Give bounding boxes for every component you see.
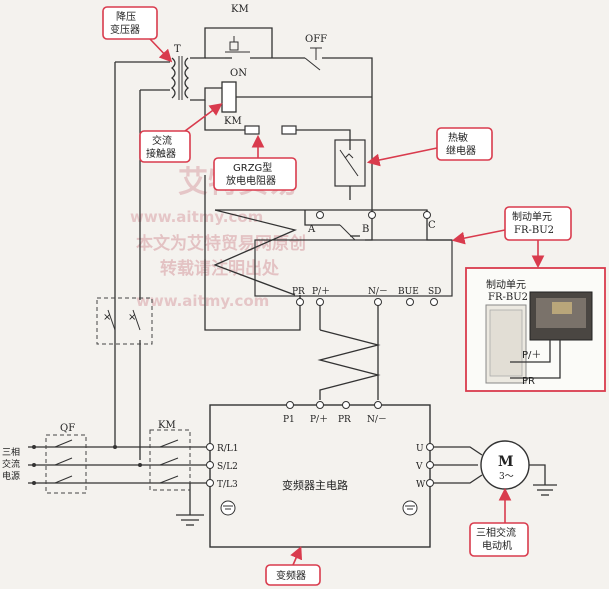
brake-callout-text: 制动单元 FR-BU2 — [512, 210, 555, 236]
power-wiring — [28, 404, 557, 548]
km-coil-label: KM — [224, 116, 242, 127]
terminals — [206, 211, 438, 487]
inv-term-n: N/－ — [367, 415, 387, 425]
brake-unit-photo: 制动单元 FR-BU2 P/＋ PR — [465, 267, 606, 392]
brake-term-p: P/＋ — [312, 286, 330, 297]
transformer-label: T — [174, 44, 181, 55]
inverter-callout-text: 变频器 — [276, 569, 306, 582]
km-top-label: KM — [231, 4, 249, 15]
contactor-callout — [139, 130, 191, 163]
source-label: 三相 交流 电源 — [2, 446, 23, 482]
inv-term-p: P/＋ — [310, 414, 328, 425]
brake-term-sd: SD — [428, 287, 441, 297]
relay-callout-text: 热敏 继电器 — [446, 131, 476, 157]
inv-term-s: S/L2 — [217, 462, 238, 472]
inv-term-p1: P1 — [283, 415, 295, 425]
watermark-url-2: www.aitmy.com — [136, 292, 269, 310]
brake-term-bue: BUE — [398, 287, 419, 297]
inv-term-pr: PR — [338, 415, 351, 425]
brake-term-pr: PR — [292, 287, 305, 297]
watermark-line-1: 本文为艾特贸易网原创 — [136, 233, 306, 254]
watermark-line-2: 转载请注明出处 — [160, 258, 280, 279]
qf-label: QF — [60, 423, 75, 434]
resistor-callout-text: GRZG型 放电电阻器 — [226, 161, 276, 187]
motor-callout — [469, 522, 529, 557]
inv-term-w: W — [416, 480, 426, 490]
contactor-callout-text: 交流 接触器 — [146, 134, 176, 160]
svg-text:×: × — [128, 312, 136, 323]
inverter-main-label: 变频器主电路 — [282, 478, 348, 492]
resistor-callout — [213, 157, 297, 191]
brake-photo-pr-label: PR — [522, 376, 535, 387]
callouts: 降压 变压器 交流 接触器 GRZG型 放电电阻器 热敏 继电器 制动单元 FR… — [102, 6, 572, 586]
watermark-url-1: www.aitmy.com — [130, 208, 263, 226]
off-label: OFF — [305, 34, 327, 45]
point-c-label: C — [428, 220, 436, 231]
transformer-callout-text: 降压 变压器 — [110, 10, 140, 36]
km-main-label: KM — [158, 420, 176, 431]
motor-m-label: M — [498, 454, 514, 470]
on-label: ON — [230, 68, 247, 79]
inv-term-r: R/L1 — [217, 444, 239, 454]
inv-term-u: U — [416, 444, 424, 454]
brake-photo-title: 制动单元 FR-BU2 — [486, 278, 529, 303]
brake-photo-p-label: P/＋ — [522, 350, 541, 361]
motor-phase-label: 3～ — [499, 472, 514, 482]
svg-text:×: × — [103, 312, 111, 323]
inv-term-v: V — [415, 462, 423, 472]
transformer-callout — [102, 6, 158, 40]
brake-term-n: N/－ — [368, 287, 388, 297]
labels: T KM ON OFF KM A B C PR P/＋ N/－ BUE SD P… — [2, 4, 514, 492]
point-b-label: B — [362, 224, 369, 235]
relay-callout — [436, 127, 493, 161]
inv-term-t: T/L3 — [217, 480, 238, 490]
point-a-label: A — [307, 224, 316, 235]
motor-callout-text: 三相交流 电动机 — [476, 526, 519, 552]
